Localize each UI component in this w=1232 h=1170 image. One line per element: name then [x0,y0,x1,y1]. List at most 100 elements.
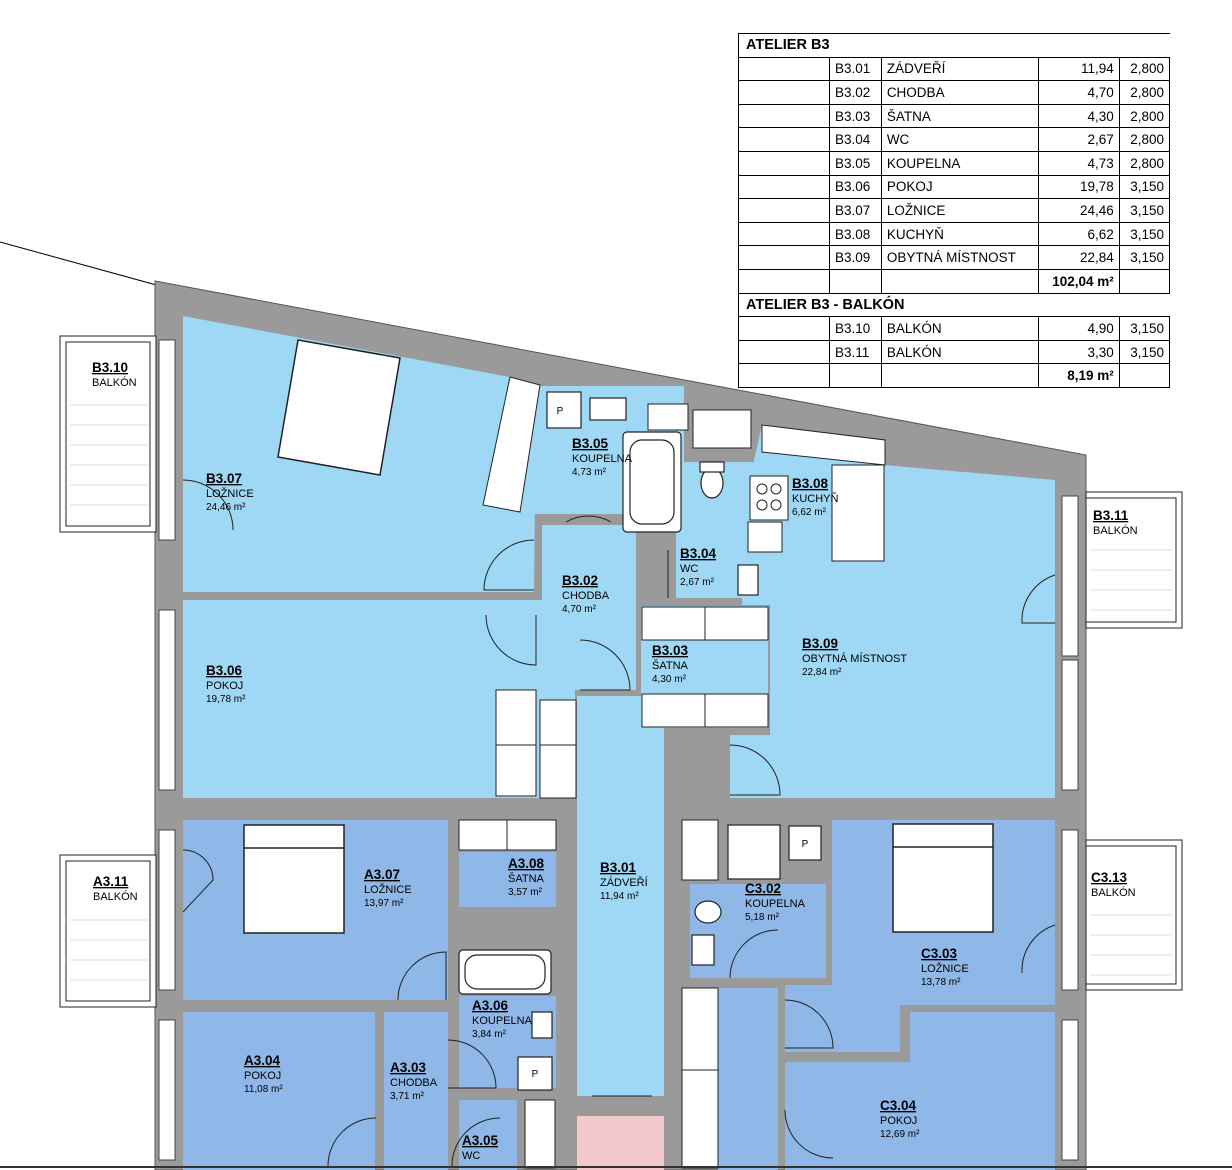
cell-blank [738,127,830,152]
room-area: 13,97 m² [364,898,404,909]
room-name: LOŽNICE [364,883,412,896]
cell-blank [738,198,830,223]
cell-name: ŠATNA [880,103,1039,129]
room-name: KOUPELNA [572,453,633,465]
cell-name: POKOJ [880,174,1039,200]
room-name: ŠATNA [652,659,689,672]
room-code: B3.02 [562,573,598,588]
kitchen-counter [747,424,886,562]
room-name: WC [680,563,698,575]
cell-name: OBYTNÁ MÍSTNOST [880,245,1039,270]
room-code: B3.05 [572,436,609,451]
room-area: 3,84 m² [472,1029,507,1040]
room-name: BALKÓN [92,376,137,389]
room-name: WC [462,1150,480,1162]
cell-height: 3,150 [1118,316,1171,341]
cell-name: ZÁDVEŘÍ [880,56,1039,82]
table-total: 102,04 m² [1037,268,1120,294]
room-area: 4,70 m² [562,604,597,615]
cell-blank [738,150,830,176]
door-swings [182,479,1056,1167]
cell-name: BALKÓN [880,339,1039,365]
room-name: CHODBA [390,1077,438,1089]
cell-name: KUCHYŇ [880,221,1039,247]
table-title: ATELIER B3 [738,33,1170,58]
cell-height: 3,150 [1118,245,1171,270]
cell-blank [738,80,830,105]
cell-code: B3.09 [829,245,882,270]
room-code: C3.03 [921,946,958,961]
room-code: A3.03 [390,1060,427,1075]
room-code: A3.06 [472,998,509,1013]
room-name: BALKÓN [1091,886,1136,899]
cell-area: 3,30 [1037,339,1120,365]
cell-height: 2,800 [1118,56,1171,82]
cell-blank [738,56,830,82]
room-code: A3.11 [93,874,129,889]
cell-blank [1118,268,1171,294]
room-name: KOUPELNA [745,898,806,910]
cell-area: 4,73 [1037,150,1120,176]
room-code: B3.09 [802,636,838,651]
room-name: ZÁDVEŘÍ [600,876,649,889]
cell-blank [1118,363,1171,388]
cell-blank [738,103,830,129]
table-total: 8,19 m² [1037,363,1120,388]
room-code: C3.13 [1091,870,1128,885]
cell-blank [880,268,1039,294]
room-name: POKOJ [244,1070,281,1082]
cell-area: 22,84 [1037,245,1120,270]
room-code: B3.03 [652,643,689,658]
wardrobes [458,376,769,1169]
room-code: A3.04 [244,1053,281,1068]
room-code: C3.02 [745,881,781,896]
cell-code: B3.01 [829,56,882,82]
cell-blank [829,268,882,294]
entrance-area [577,1116,664,1170]
cell-name: BALKÓN [880,316,1039,341]
cell-area: 4,30 [1037,103,1120,129]
room-area: 13,78 m² [921,977,961,988]
room-code: B3.04 [680,546,717,561]
cell-code: B3.03 [829,103,882,129]
room-area: 11,94 m² [600,891,639,902]
room-name: BALKÓN [93,890,138,903]
cell-height: 2,800 [1118,127,1171,152]
fixture-label-p: P [557,406,564,417]
cell-height: 2,800 [1118,150,1171,176]
cell-height: 2,800 [1118,80,1171,105]
cell-height: 3,150 [1118,339,1171,365]
cell-height: 2,800 [1118,103,1171,129]
cell-height: 3,150 [1118,221,1171,247]
cell-code: B3.05 [829,150,882,176]
cell-code: B3.02 [829,80,882,105]
room-name: LOŽNICE [206,487,254,500]
balcony-hatching [70,404,1172,981]
room-area: 3,71 m² [390,1091,425,1102]
room-code: B3.06 [206,663,243,678]
cell-area: 4,90 [1037,316,1120,341]
room-c304-pokoj [785,1012,1055,1170]
room-name: KOUPELNA [472,1015,533,1027]
cell-code: B3.08 [829,221,882,247]
room-area: 11,08 m² [244,1084,283,1095]
room-area: 5,18 m² [745,912,780,923]
cell-code: B3.10 [829,316,882,341]
table-total-row: 102,04 m² [738,268,1171,294]
room-area: 4,30 m² [652,674,687,685]
room-area: 2,67 m² [680,577,715,588]
room-code: C3.04 [880,1098,917,1113]
cell-area: 11,94 [1037,56,1120,82]
room-name: CHODBA [562,590,610,602]
room-name: LOŽNICE [921,962,969,975]
cell-name: CHODBA [880,80,1039,105]
